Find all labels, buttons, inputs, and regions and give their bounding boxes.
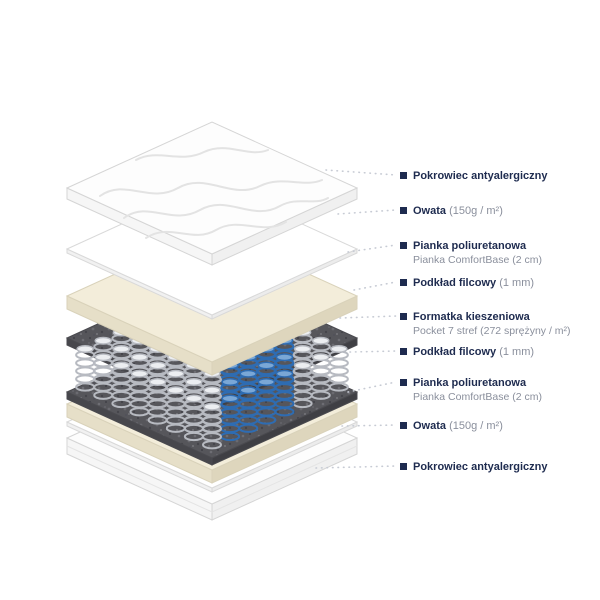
quilting-waves [99,147,329,239]
label-title: Podkład filcowy [413,346,497,358]
label-title: Podkład filcowy [413,277,497,289]
label-title: Pokrowiec antyalergiczny [413,461,548,473]
label-title: Formatka kieszeniowa [413,311,530,323]
label-title: Pianka poliuretanowa [413,377,527,389]
label-bullet [400,172,407,179]
label-title: Pianka poliuretanowa [413,240,527,252]
label-bullet [400,313,407,320]
label-title: Pokrowiec antyalergiczny [413,170,548,182]
label-bullet [400,242,407,249]
label-suffix: (1 mm) [499,346,535,358]
layer-label-pocket-springs: Formatka kieszeniowa Pocket 7 stref (272… [400,311,590,337]
layer-label-top-wadding: Owata (150g / m²) [400,205,590,217]
label-title: Owata [413,205,447,217]
connector-lines [315,169,397,469]
label-bullet [400,207,407,214]
label-suffix: (150g / m²) [449,205,503,217]
layer-top-cover [65,121,359,266]
label-suffix: (1 mm) [499,277,535,289]
label-subtitle: Pianka ComfortBase (2 cm) [413,391,542,403]
label-suffix: (150g / m²) [449,420,503,432]
label-subtitle: Pocket 7 stref (272 sprężyny / m²) [413,325,571,337]
layer-label-top-cover: Pokrowiec antyalergiczny [400,170,590,182]
label-bullet [400,279,407,286]
label-subtitle: Pianka ComfortBase (2 cm) [413,254,542,266]
layer-label-bottom-wadding: Owata (150g / m²) [400,420,590,432]
label-title: Owata [413,420,447,432]
layer-label-bottom-cover: Pokrowiec antyalergiczny [400,461,590,473]
label-bullet [400,463,407,470]
layer-label-top-foam: Pianka poliuretanowa Pianka ComfortBase … [400,240,590,266]
label-bullet [400,348,407,355]
label-bullet [400,422,407,429]
layer-label-upper-felt: Podkład filcowy (1 mm) [400,277,590,289]
layer-label-lower-felt: Podkład filcowy (1 mm) [400,346,590,358]
layer-label-bottom-foam: Pianka poliuretanowa Pianka ComfortBase … [400,377,590,403]
label-bullet [400,379,407,386]
